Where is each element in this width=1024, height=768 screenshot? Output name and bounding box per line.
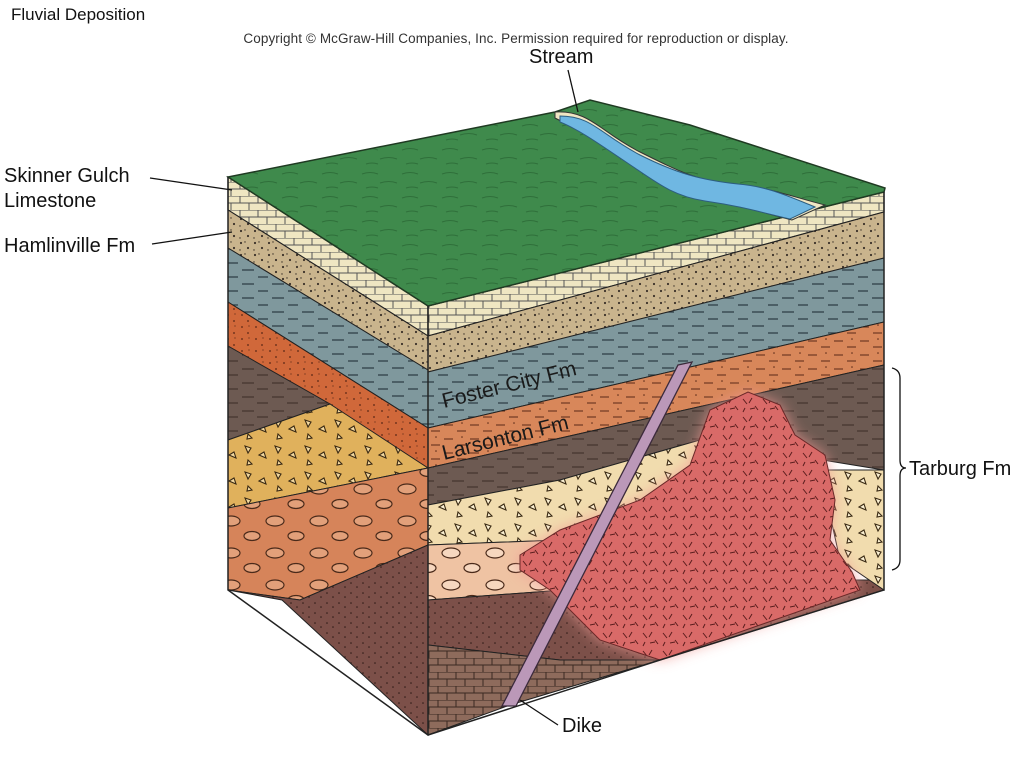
dike-leader [519, 699, 559, 726]
skinner-gulch-leader [149, 177, 233, 191]
skinner-gulch-label-line2: Limestone [4, 190, 97, 212]
skinner-gulch-label-line1: Skinner Gulch [4, 165, 130, 187]
tarburg-bracket [891, 367, 907, 571]
hamlinville-leader [151, 231, 233, 245]
slide-title: Fluvial Deposition [11, 5, 146, 24]
top-surface [226, 99, 886, 307]
copyright-notice: Copyright © McGraw-Hill Companies, Inc. … [243, 31, 789, 46]
stream-label: Stream [529, 46, 594, 68]
igneous-intrusion [519, 391, 861, 661]
left-face [227, 175, 430, 737]
stream [554, 111, 827, 221]
stream-leader [567, 69, 579, 113]
dike-label: Dike [562, 715, 603, 737]
tarburg-label: Tarburg Fm [909, 458, 1012, 480]
hamlinville-label: Hamlinville Fm [4, 235, 136, 257]
